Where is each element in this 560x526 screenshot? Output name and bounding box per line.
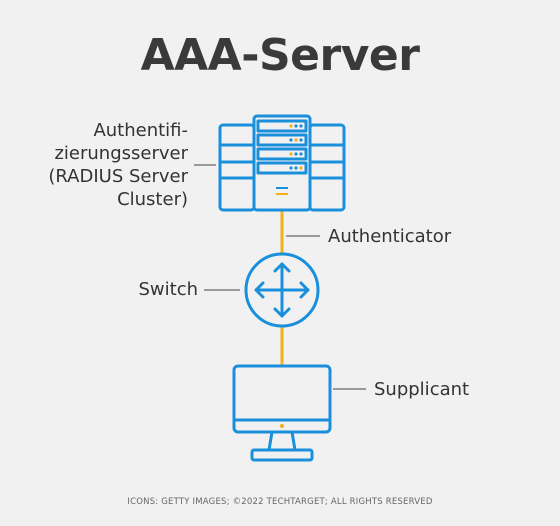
switch-label: Switch: [138, 279, 198, 300]
authenticator-label: Authenticator: [328, 226, 452, 247]
leader-lines: [194, 164, 366, 390]
switch-icon: [244, 252, 320, 328]
server-cluster-icon: [218, 114, 346, 212]
server-led-dots: [289, 124, 303, 170]
server-label-line: (RADIUS Server: [48, 166, 188, 187]
supplicant-label: Supplicant: [374, 379, 470, 400]
server-label-line: Cluster): [117, 189, 188, 210]
server-label-line: zierungsserver: [54, 143, 188, 164]
copyright-footer: ICONS: GETTY IMAGES; ©2022 TECHTARGET; A…: [127, 497, 433, 507]
monitor-power-dot: [280, 424, 284, 428]
diagram-title: AAA-Server: [140, 30, 420, 81]
server-label-line: Authentifi-: [93, 120, 188, 141]
server-label: Authentifi- zierungsserver (RADIUS Serve…: [0, 119, 188, 211]
monitor-icon: [232, 364, 332, 462]
